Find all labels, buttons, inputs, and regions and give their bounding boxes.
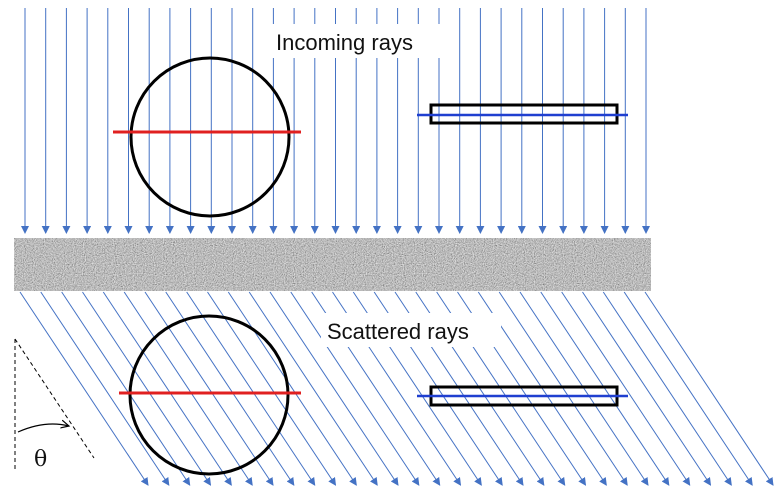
scattered-ray [19, 291, 149, 486]
scattered-ray [582, 291, 712, 486]
theta-label: θ [34, 447, 47, 472]
scattering-medium-texture [14, 238, 651, 291]
angle-arc-arrow [17, 424, 69, 433]
scattered-ray [623, 291, 753, 486]
scattered-rays-label: Scattered rays [327, 319, 469, 344]
scattered-ray [102, 291, 232, 486]
scattered-ray [227, 291, 357, 486]
scattered-ray [144, 291, 274, 486]
scattered-ray [207, 291, 337, 486]
scattered-ray [644, 291, 774, 486]
scattered-ray [248, 291, 378, 486]
scattered-ray [61, 291, 191, 486]
scattered-ray [290, 291, 420, 486]
incoming-rays [21, 8, 650, 234]
cylinder-top-outline [129, 56, 291, 218]
scattered-direction-reference-line [14, 338, 95, 459]
scattered-ray [82, 291, 212, 486]
incoming-label-background [270, 24, 444, 58]
scattered-ray [269, 291, 399, 486]
incoming-rays-label: Incoming rays [276, 30, 413, 55]
cylinder-bottom-outline [128, 314, 290, 476]
scattered-label-background [321, 313, 501, 347]
scattered-ray [165, 291, 295, 486]
scattered-ray [602, 291, 732, 486]
scattered-ray [561, 291, 691, 486]
scattered-ray [186, 291, 316, 486]
scattered-ray [40, 291, 170, 486]
scattered-ray [123, 291, 253, 486]
